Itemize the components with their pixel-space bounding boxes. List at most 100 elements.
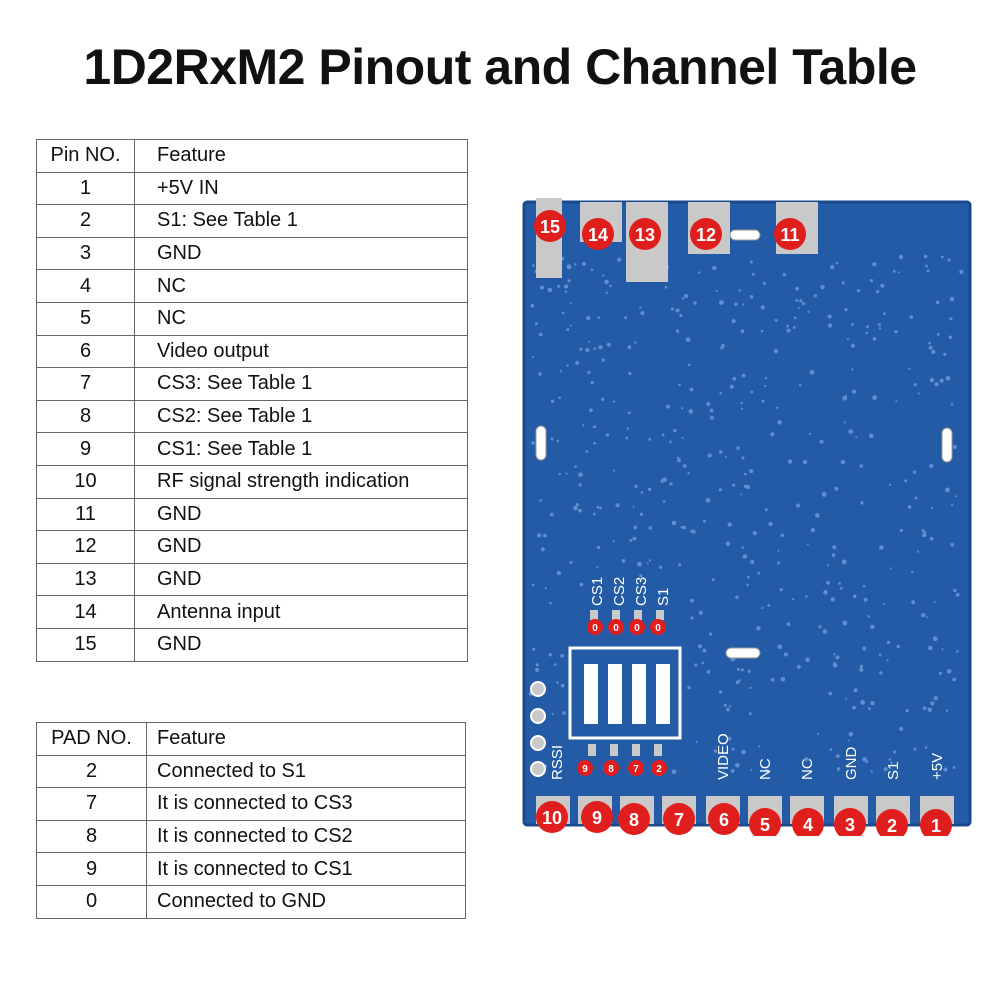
via-dot bbox=[574, 263, 577, 266]
via-dot bbox=[922, 706, 927, 710]
cell-number: 0 bbox=[36, 884, 147, 919]
badge-number: 6 bbox=[719, 810, 729, 830]
via-dot bbox=[939, 378, 944, 383]
via-dot bbox=[880, 283, 885, 288]
badge-circle bbox=[792, 808, 824, 836]
via-dot bbox=[701, 661, 705, 665]
switch-small-pads bbox=[588, 610, 664, 756]
small-pad bbox=[654, 744, 662, 756]
via-dot bbox=[675, 308, 680, 313]
via-dot bbox=[940, 255, 944, 259]
via-dot bbox=[609, 284, 612, 288]
cell-feature: CS3: See Table 1 bbox=[134, 367, 468, 401]
silk-label: GND bbox=[843, 747, 860, 781]
table-header-row: PAD NO. Feature bbox=[36, 722, 466, 756]
left-round-pads bbox=[530, 681, 546, 777]
via-dot bbox=[634, 484, 638, 489]
via-dot bbox=[792, 326, 796, 329]
via-dot bbox=[868, 707, 871, 711]
via-dot bbox=[878, 323, 881, 327]
via-dot bbox=[749, 295, 754, 299]
via-dot bbox=[777, 644, 783, 650]
via-dot bbox=[617, 257, 622, 262]
via-dot bbox=[544, 587, 547, 590]
pcb-edge-shading bbox=[522, 200, 972, 827]
via-dot bbox=[677, 458, 681, 463]
via-dot bbox=[868, 433, 874, 439]
badge-number: 1 bbox=[931, 816, 941, 836]
badge-circle bbox=[587, 619, 603, 635]
badge-circle bbox=[650, 619, 666, 635]
cell-number: 10 bbox=[36, 464, 135, 499]
via-dot bbox=[569, 561, 573, 564]
via-dot bbox=[883, 603, 886, 605]
badge-circle bbox=[749, 808, 781, 836]
via-dot bbox=[761, 606, 764, 609]
via-dot bbox=[681, 297, 685, 300]
cell-feature: Connected to S1 bbox=[146, 754, 466, 789]
via-dot bbox=[844, 308, 848, 312]
via-dot bbox=[593, 347, 597, 350]
receiver-board-diagram: CS1 CS2 CS3 S1 RSSI VIDEO NC NC GND S1 +… bbox=[522, 198, 972, 836]
badge-number: 9 bbox=[582, 764, 588, 775]
via-dot bbox=[640, 491, 644, 494]
badge-circle bbox=[876, 809, 908, 836]
via-dot bbox=[724, 456, 727, 458]
via-dot bbox=[688, 409, 694, 414]
column-header: PAD NO. bbox=[36, 722, 147, 756]
via-dot bbox=[924, 746, 928, 749]
via-dot bbox=[712, 265, 717, 271]
cell-feature: NC bbox=[134, 269, 468, 303]
via-dot bbox=[586, 315, 591, 321]
badge-circle bbox=[920, 809, 952, 836]
via-dot bbox=[689, 598, 694, 603]
via-dot bbox=[951, 503, 954, 506]
table-header-row: Pin NO. Feature bbox=[36, 139, 468, 173]
via-dot bbox=[782, 273, 786, 277]
small-pad bbox=[656, 610, 664, 620]
via-dot bbox=[953, 588, 957, 593]
via-dot bbox=[878, 653, 882, 657]
cell-number: 15 bbox=[36, 627, 135, 662]
via-dot bbox=[952, 766, 956, 769]
cell-number: 12 bbox=[36, 530, 135, 564]
via-dot bbox=[865, 760, 869, 764]
via-dot bbox=[548, 653, 552, 657]
via-dot bbox=[842, 395, 848, 401]
via-dot bbox=[913, 383, 917, 387]
via-dot bbox=[802, 302, 806, 306]
badge-circle bbox=[651, 760, 667, 776]
silk-label: +5V bbox=[929, 753, 946, 780]
pin-badge-3: 3 bbox=[834, 808, 866, 836]
via-dot bbox=[949, 296, 955, 302]
via-dot bbox=[827, 314, 832, 319]
badge-number: 0 bbox=[592, 623, 598, 634]
small-pad bbox=[610, 744, 618, 756]
via-dot bbox=[879, 671, 883, 675]
via-dot bbox=[883, 312, 886, 316]
via-dot bbox=[793, 316, 797, 320]
via-dot bbox=[945, 376, 951, 381]
via-dot bbox=[770, 432, 775, 437]
via-dot bbox=[898, 254, 904, 260]
via-dot bbox=[707, 453, 712, 458]
via-dot bbox=[949, 317, 953, 321]
via-dot bbox=[870, 624, 875, 630]
via-dot bbox=[923, 530, 927, 534]
via-dot bbox=[935, 300, 940, 305]
via-dot bbox=[550, 399, 555, 404]
via-dot bbox=[557, 284, 561, 288]
via-dot bbox=[549, 601, 552, 605]
via-dot bbox=[590, 380, 594, 385]
via-dot bbox=[904, 479, 908, 483]
via-dot bbox=[741, 407, 744, 410]
right-slot bbox=[941, 427, 953, 463]
via-dot bbox=[809, 369, 815, 375]
via-dot bbox=[697, 644, 702, 649]
cell-feature: CS1: See Table 1 bbox=[134, 432, 468, 466]
via-dot bbox=[606, 342, 611, 347]
